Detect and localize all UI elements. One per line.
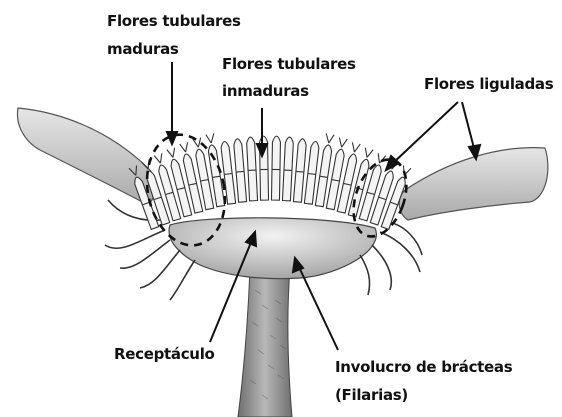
ray-flower-right (399, 148, 548, 220)
tubular-floret (271, 136, 280, 200)
label-immature-line2: inmaduras (222, 82, 309, 101)
label-mature-line1: Flores tubulares (107, 12, 241, 31)
label-ligulate: Flores liguladas (424, 75, 553, 94)
tubular-floret (233, 139, 246, 203)
tubular-floret (246, 137, 257, 201)
label-involucre-line2: (Filarias) (335, 386, 408, 405)
tubular-floret (293, 139, 306, 203)
tubular-floret (282, 137, 293, 201)
stem (238, 268, 292, 417)
label-mature-line2: maduras (107, 40, 179, 59)
tubular-florets (129, 134, 411, 230)
label-involucre-line1: Involucro de brácteas (335, 358, 512, 377)
label-immature-line1: Flores tubulares (222, 55, 356, 74)
label-receptacle: Receptáculo (114, 345, 215, 364)
receptacle (169, 218, 376, 279)
ray-flower-left (17, 108, 155, 205)
